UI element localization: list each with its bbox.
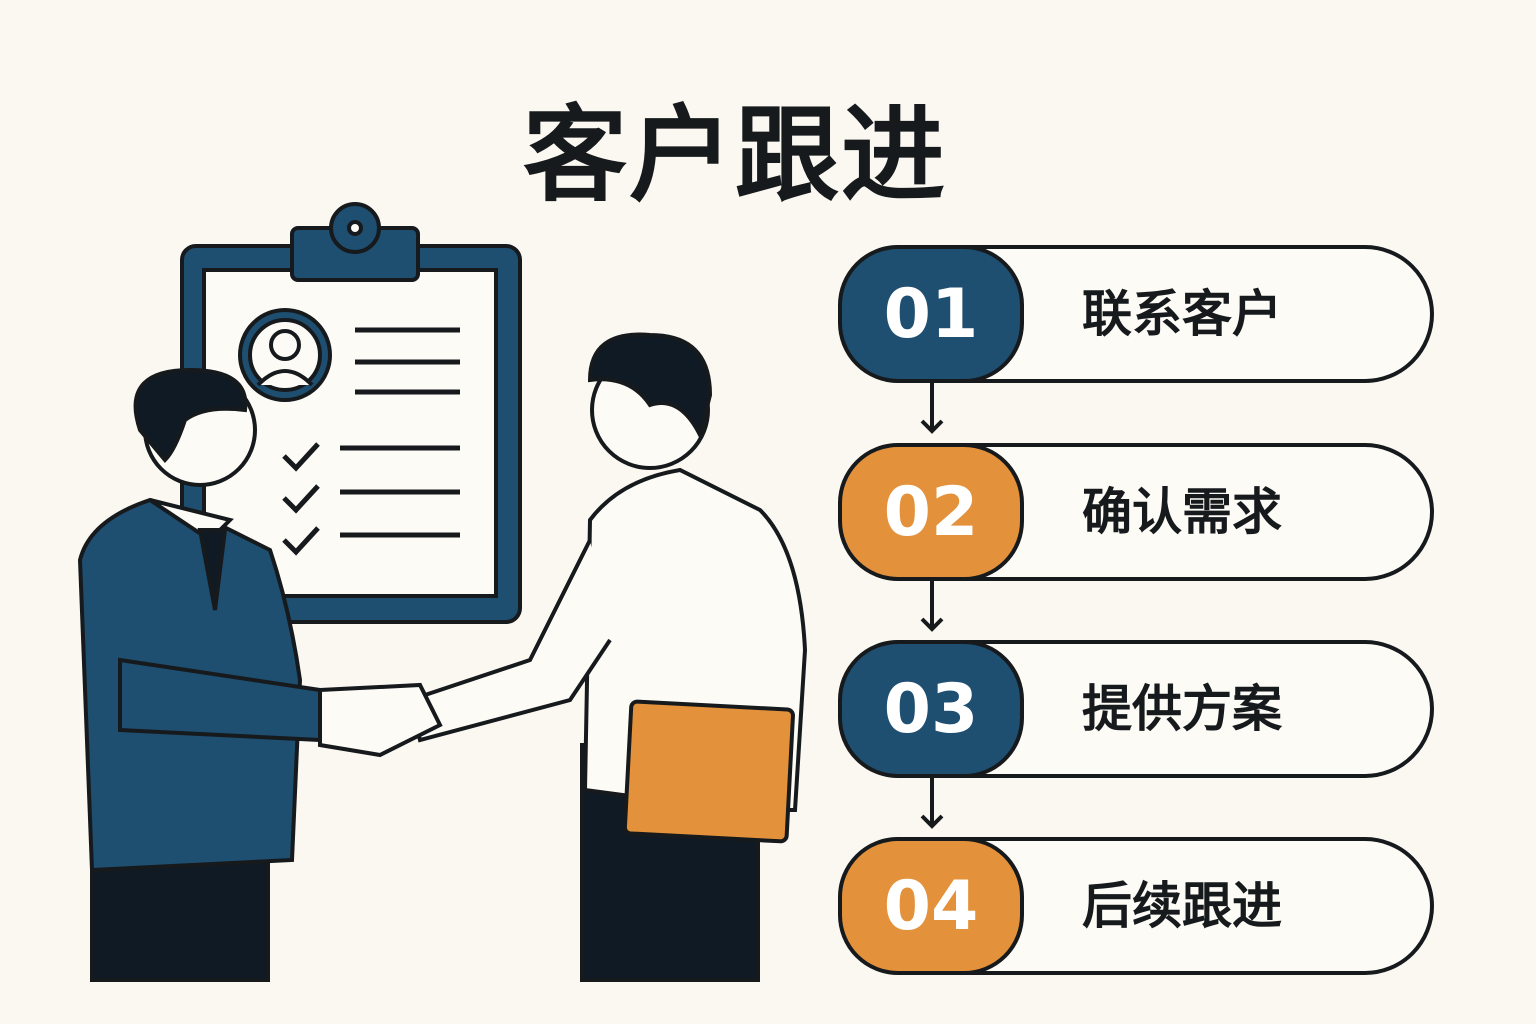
step-number-badge: 04: [838, 837, 1024, 975]
arrow-down-icon: [920, 778, 944, 829]
step-label: 提供方案: [1082, 680, 1282, 738]
step-label: 后续跟进: [1082, 877, 1282, 935]
step-label: 确认需求: [1082, 483, 1282, 541]
arrow-down-icon: [920, 383, 944, 434]
step-4: 04 后续跟进: [838, 837, 1434, 975]
page-title: 客户跟进: [522, 94, 947, 216]
man-in-shirt: [318, 332, 808, 982]
step-number-badge: 03: [838, 640, 1024, 778]
arrow-down-icon: [920, 581, 944, 632]
step-3: 03 提供方案: [838, 640, 1434, 778]
step-number-badge: 01: [838, 245, 1024, 383]
handshake-illustration: [77, 202, 808, 982]
step-label: 联系客户: [1082, 285, 1282, 343]
step-1: 01 联系客户: [838, 245, 1434, 383]
step-number-badge: 02: [838, 443, 1024, 581]
clipboard-icon: [180, 202, 522, 624]
man-in-suit: [77, 367, 322, 982]
step-2: 02 确认需求: [838, 443, 1434, 581]
